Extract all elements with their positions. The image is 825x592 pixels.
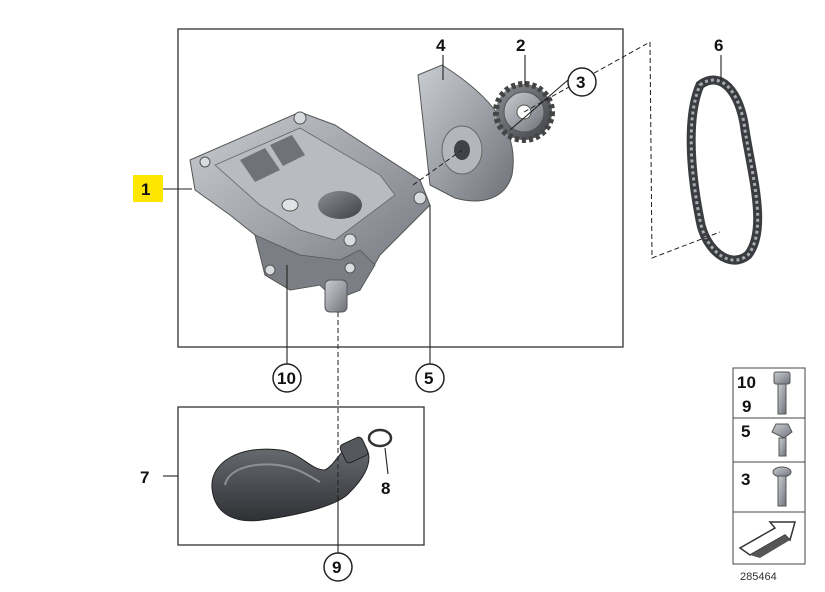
callout-8: 8 [381,479,390,498]
callout-7: 7 [140,468,149,487]
arrow-cutout-icon [738,521,796,558]
leader-8 [384,447,389,475]
legend-row1-b: 9 [742,397,751,416]
callout-6: 6 [714,36,723,55]
cover-axis [412,149,463,186]
callout-10-circle [272,363,302,393]
callout-4: 4 [436,36,446,55]
fastener-legend: 10 9 5 3 [732,367,806,565]
callout-2: 2 [516,36,525,55]
oil-pump-housing-icon [189,111,431,313]
callout-1: 1 [141,180,150,199]
bolt-icon [773,371,791,415]
bolt-icon [772,466,792,507]
callout-9-circle [323,552,353,582]
callout-5: 5 [424,369,433,388]
cover-plate-icon [417,64,514,202]
legend-row1-a: 10 [737,373,756,392]
assembly-frame [177,28,624,348]
callout-3: 3 [576,73,585,92]
callout-10: 10 [277,369,296,388]
legend-row3: 3 [741,470,750,489]
o-ring-icon [367,428,393,448]
image-number: 285464 [740,571,777,583]
callout-9: 9 [332,558,341,577]
oil-strainer-icon [211,436,370,522]
bolt-icon [771,423,793,457]
callout-5-circle [415,363,445,393]
chain-guide-side [649,41,721,259]
leader-3 [509,79,569,131]
timing-chain-icon [686,75,763,265]
callout-3-circle [567,67,597,97]
callout-1-highlight [133,175,163,202]
legend-row2: 5 [741,422,750,441]
